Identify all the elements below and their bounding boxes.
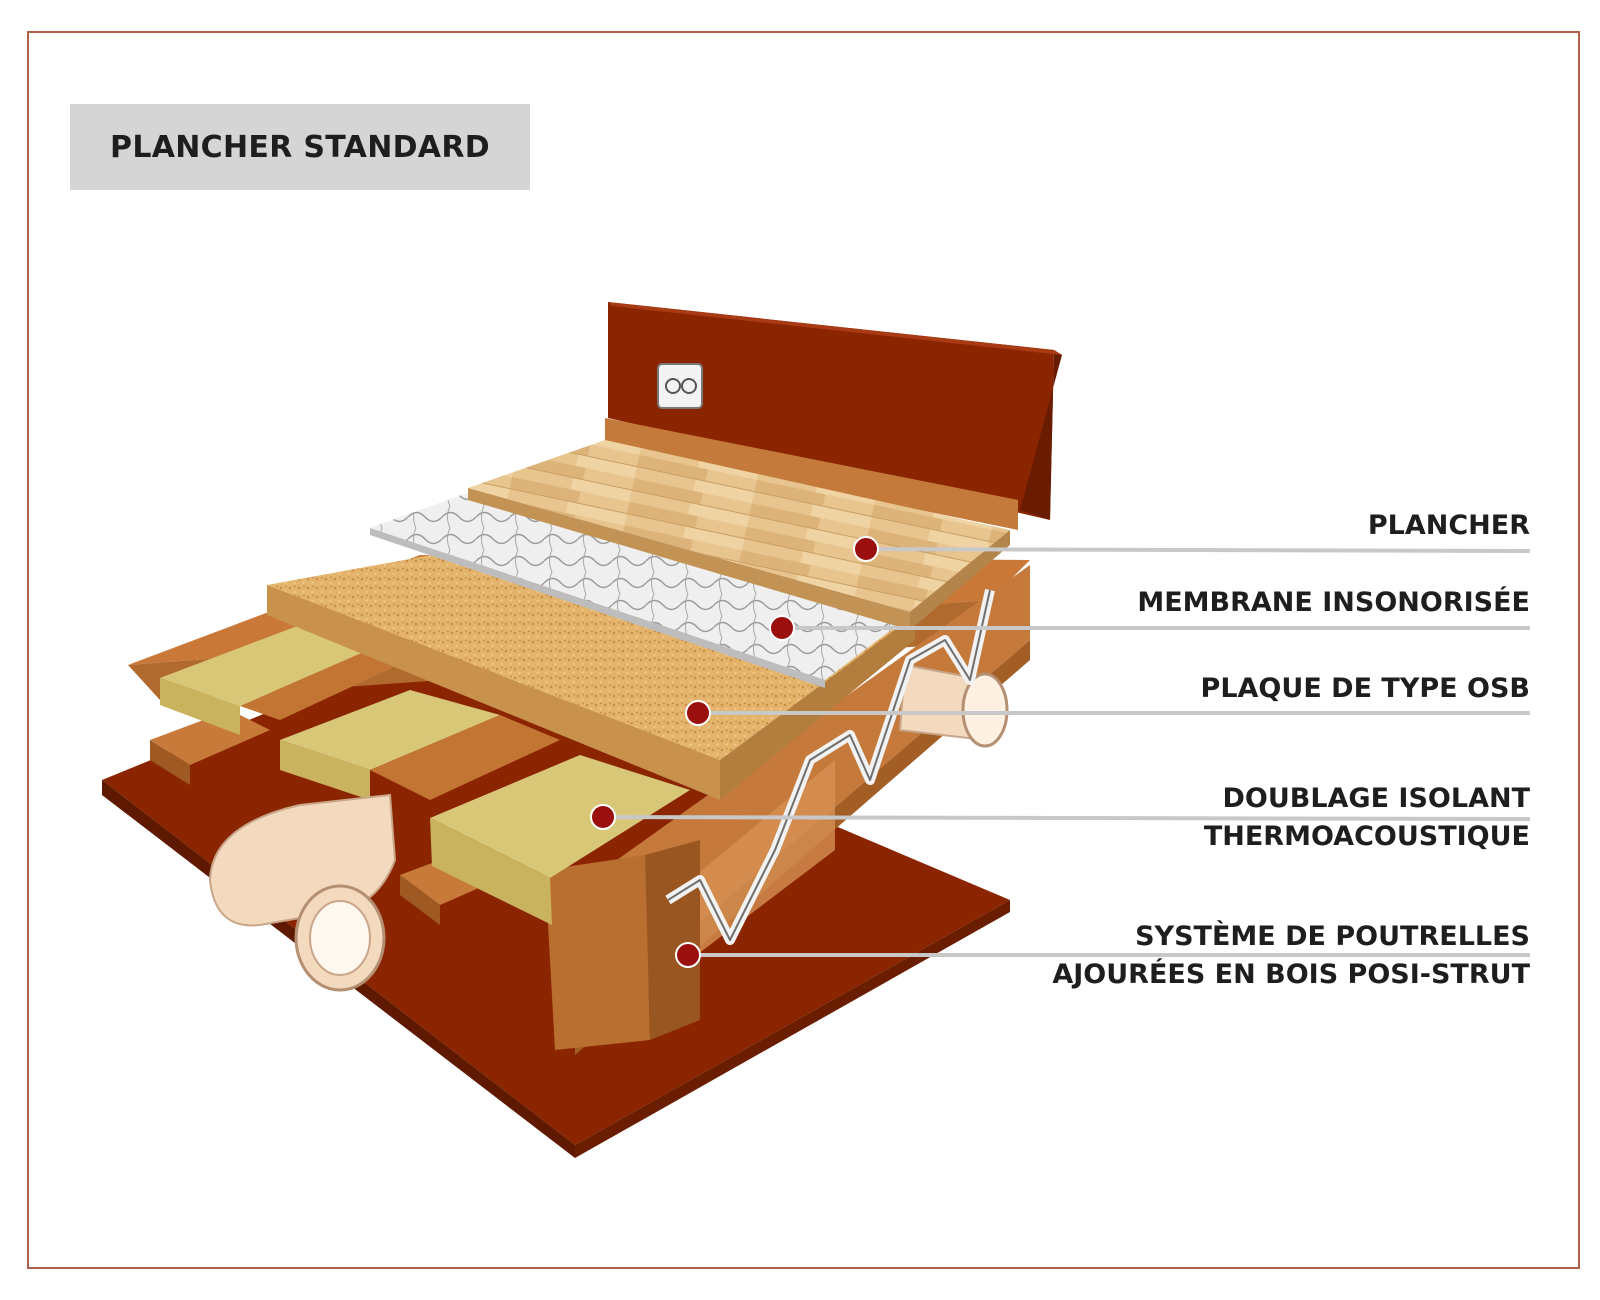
- title-box: PLANCHER STANDARD: [70, 104, 530, 190]
- pipe-right: [898, 663, 1009, 748]
- diagram-frame: [27, 31, 1580, 1269]
- insulation-strips: [160, 625, 690, 925]
- diagram-title: PLANCHER STANDARD: [110, 129, 490, 165]
- leader-lines: [602, 547, 1531, 957]
- baseboard: [605, 418, 1018, 530]
- label-plancher: PLANCHER: [1367, 510, 1530, 541]
- floor-planks: [468, 440, 1010, 630]
- label-membrane: MEMBRANE INSONORISÉE: [1137, 587, 1530, 618]
- electrical-outlet-icon: [657, 363, 703, 409]
- back-wall: [608, 302, 1062, 520]
- marker-dot-icon: [590, 536, 879, 968]
- label-osb: PLAQUE DE TYPE OSB: [1200, 673, 1530, 704]
- drain-pipe: [208, 793, 397, 992]
- label-doublage: DOUBLAGE ISOLANT THERMOACOUSTIQUE: [1203, 783, 1530, 852]
- label-poutrelles: SYSTÈME DE POUTRELLES AJOURÉES EN BOIS P…: [1052, 921, 1530, 990]
